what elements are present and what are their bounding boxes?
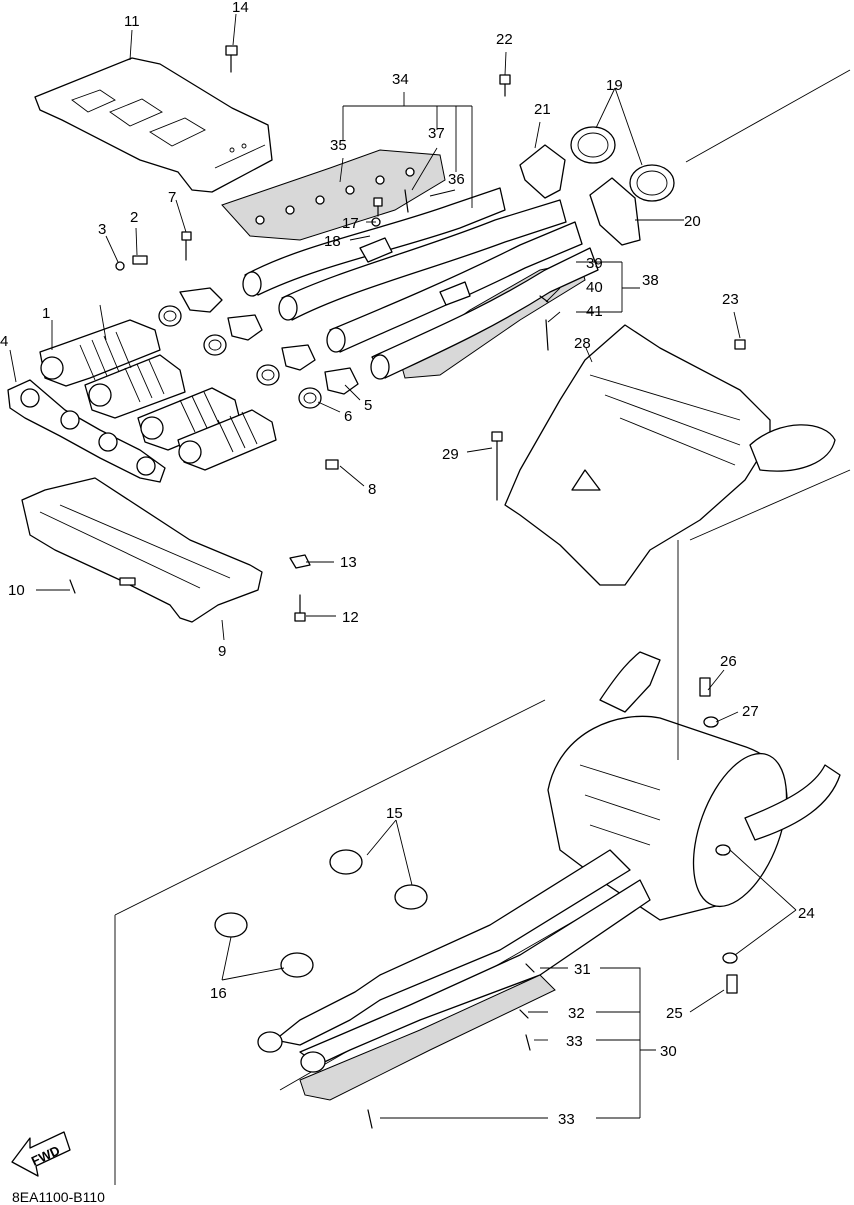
fwd-arrow-icon: FWD <box>11 1131 71 1177</box>
label-29: 29 <box>442 446 459 463</box>
label-21: 21 <box>534 101 551 118</box>
label-33-upper: 33 <box>566 1033 583 1050</box>
label-28: 28 <box>574 335 591 352</box>
upper-gasket-plate <box>221 149 446 241</box>
label-23: 23 <box>722 291 739 308</box>
label-41: 41 <box>586 303 603 320</box>
label-19: 19 <box>606 77 623 94</box>
label-16: 16 <box>210 985 227 1002</box>
label-38: 38 <box>642 272 659 289</box>
label-26: 26 <box>720 653 737 670</box>
label-31: 31 <box>574 961 591 978</box>
label-18: 18 <box>324 233 341 250</box>
small-fasteners <box>69 74 746 622</box>
label-34: 34 <box>392 71 409 88</box>
label-12: 12 <box>342 609 359 626</box>
label-13: 13 <box>340 554 357 571</box>
label-32: 32 <box>568 1005 585 1022</box>
label-2: 2 <box>130 209 138 226</box>
lower-heat-protector <box>21 477 263 623</box>
gaskets-and-clamps <box>158 287 359 409</box>
label-27: 27 <box>742 703 759 720</box>
label-30: 30 <box>660 1043 677 1060</box>
label-20: 20 <box>684 213 701 230</box>
label-10: 10 <box>8 582 25 599</box>
flex-pipes <box>39 319 277 471</box>
label-33-lower: 33 <box>558 1111 575 1128</box>
label-15: 15 <box>386 805 403 822</box>
label-25: 25 <box>666 1005 683 1022</box>
label-3: 3 <box>98 221 106 238</box>
label-17: 17 <box>342 215 359 232</box>
label-14: 14 <box>232 0 249 16</box>
label-22: 22 <box>496 31 513 48</box>
label-11: 11 <box>124 13 140 30</box>
diagram-code: 8EA1100-B110 <box>12 1189 105 1205</box>
label-40: 40 <box>586 279 603 296</box>
label-8: 8 <box>368 481 376 498</box>
manifold-gasket <box>7 379 166 483</box>
label-5: 5 <box>364 397 372 414</box>
tail-pipe <box>257 849 651 1101</box>
label-7: 7 <box>168 189 176 206</box>
label-37: 37 <box>428 125 445 142</box>
label-6: 6 <box>344 408 352 425</box>
label-9: 9 <box>218 643 226 660</box>
label-39: 39 <box>586 255 603 272</box>
upper-heat-protector <box>34 57 273 193</box>
label-24: 24 <box>798 905 815 922</box>
bolt-14 <box>225 45 238 73</box>
label-4: 4 <box>0 333 8 350</box>
label-1: 1 <box>42 305 50 322</box>
label-35: 35 <box>330 137 347 154</box>
label-36: 36 <box>448 171 465 188</box>
muffler-bands <box>519 126 675 246</box>
muffler-protector <box>504 324 836 586</box>
leader-lines <box>9 13 797 1119</box>
muffler-mount-hardware <box>699 677 738 994</box>
header-pipes <box>242 187 599 380</box>
part-labels: 11 14 34 35 37 36 17 18 22 21 19 20 39 3… <box>0 0 815 1128</box>
rubber-caps <box>214 849 428 978</box>
